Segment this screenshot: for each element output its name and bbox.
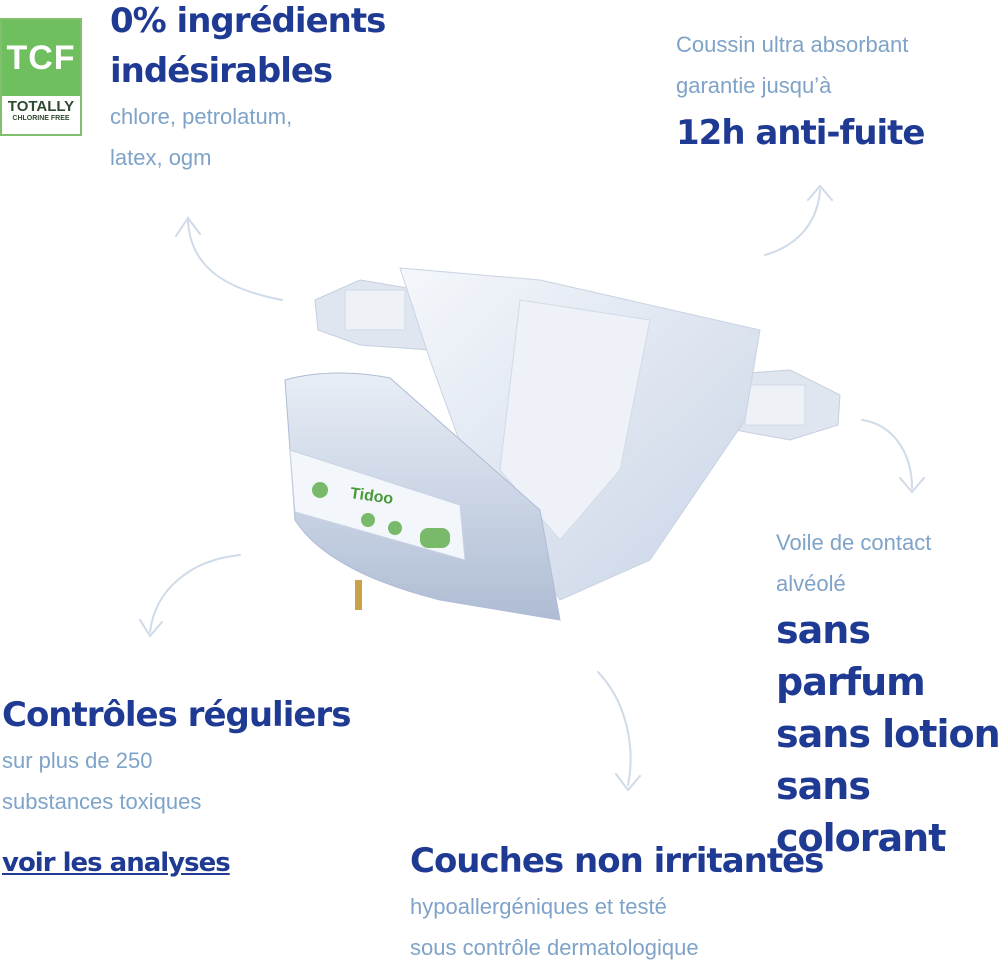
feature-desc: latex, ogm <box>110 145 212 170</box>
feature-title: sans parfum <box>776 608 926 704</box>
arrow-head <box>175 216 201 237</box>
feature-title: sans lotion <box>776 712 1000 756</box>
feature-desc: chlore, petrolatum, <box>110 104 293 129</box>
arrow-top-left <box>187 219 283 301</box>
feature-absorbent: Coussin ultra absorbant garantie jusqu’à… <box>676 24 925 158</box>
feature-contact-veil: Voile de contact alvéolé sans parfum san… <box>776 522 1000 864</box>
arrow-head <box>807 184 833 201</box>
view-analyses-link[interactable]: voir les analyses <box>2 848 231 878</box>
feature-title: 0% ingrédients <box>110 1 386 41</box>
arrow-bottom <box>597 671 632 786</box>
feature-desc: alvéolé <box>776 571 846 596</box>
arrow-top-right <box>764 189 821 256</box>
badge-middle-text: TOTALLY <box>7 98 75 115</box>
badge-top-text: TCF <box>2 20 80 96</box>
diaper-icon <box>284 267 841 621</box>
arrow-left <box>149 554 241 633</box>
feature-title: sans colorant <box>776 764 946 860</box>
tcf-badge: TCF TOTALLY CHLORINE FREE <box>0 18 82 136</box>
badge-bottom-text: CHLORINE FREE <box>12 115 70 122</box>
feature-controls: Contrôles réguliers sur plus de 250 subs… <box>2 690 351 822</box>
feature-title: Couches non irritantes <box>410 841 824 881</box>
feature-desc: Coussin ultra absorbant <box>676 32 909 57</box>
feature-desc: sur plus de 250 <box>2 748 153 773</box>
feature-title: 12h anti-fuite <box>676 113 925 153</box>
arrow-head <box>899 477 925 494</box>
feature-desc: Voile de contact <box>776 530 932 555</box>
feature-desc: garantie jusqu’à <box>676 73 832 98</box>
arrow-head <box>615 773 641 792</box>
feature-ingredients: 0% ingrédients indésirables chlore, petr… <box>110 0 386 178</box>
feature-desc: sous contrôle dermatologique <box>410 935 699 960</box>
feature-title: Contrôles réguliers <box>2 695 351 735</box>
feature-non-irritating: Couches non irritantes hypoallergéniques… <box>410 836 824 968</box>
feature-title: indésirables <box>110 51 333 91</box>
arrow-right <box>861 419 913 489</box>
arrow-head <box>139 619 163 638</box>
feature-desc: hypoallergéniques et testé <box>410 894 667 919</box>
feature-desc: substances toxiques <box>2 789 202 814</box>
